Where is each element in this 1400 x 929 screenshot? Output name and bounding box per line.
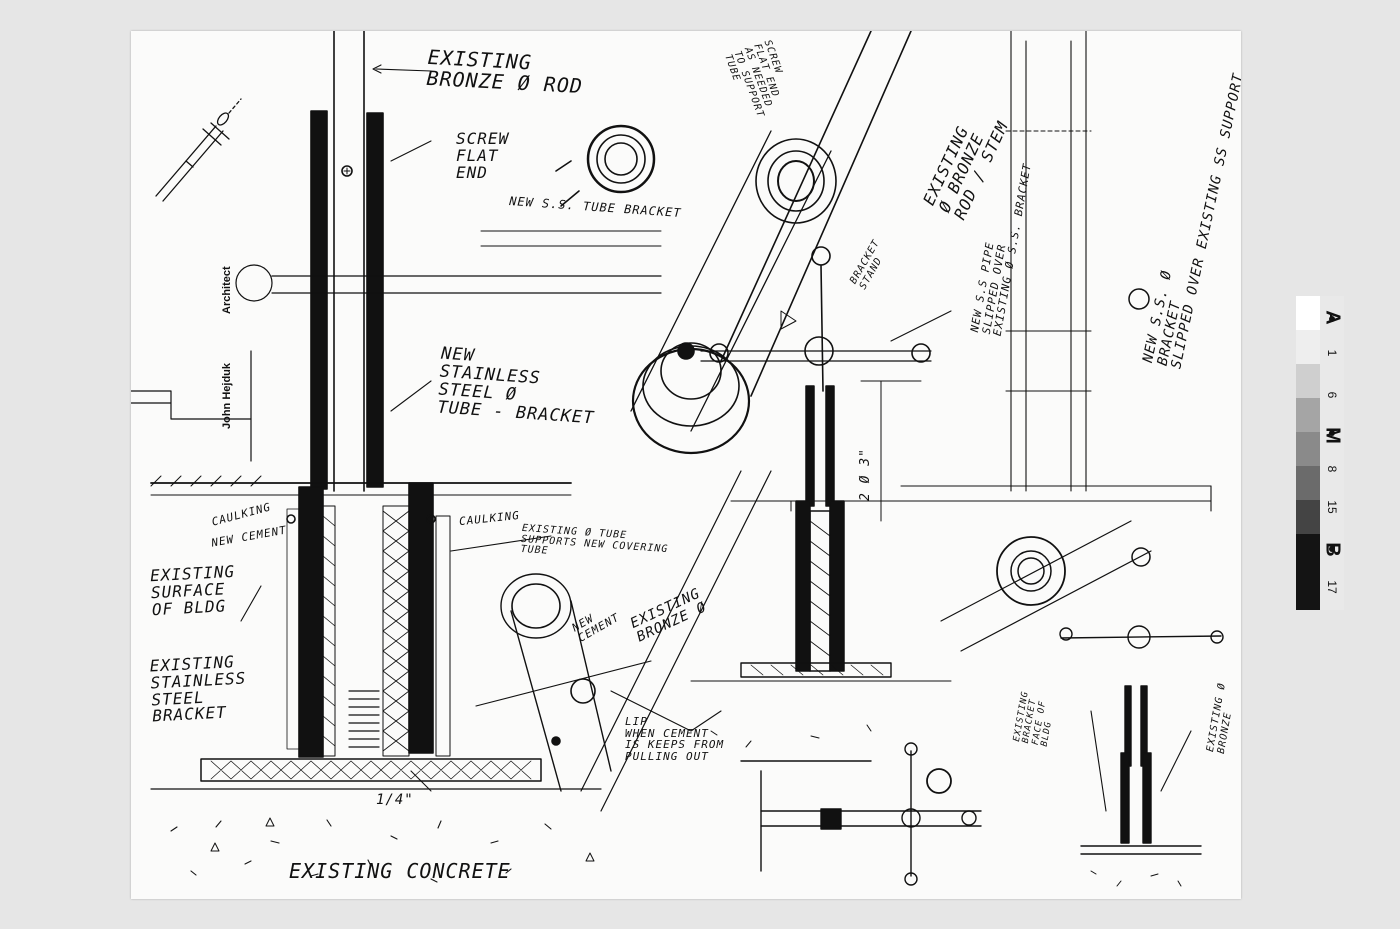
scale-label-8: 8: [1325, 465, 1339, 473]
scale-patch: [1296, 534, 1320, 610]
main-section-drawing: [150, 31, 602, 883]
rod-perspective-sketch: [155, 98, 242, 202]
scale-label-1: 1: [1325, 349, 1339, 357]
ink-drawing: [131, 31, 1224, 887]
leader-lines: [240, 64, 1192, 812]
architect-role: Architect: [221, 266, 233, 314]
right-tube-section: [940, 288, 1152, 652]
scale-dot: [1329, 546, 1335, 552]
note-quarter-inch: 1/4": [376, 792, 414, 808]
middle-stand-elevation: [690, 380, 1132, 748]
color-scale-card: A 1 6 M 8 15 B 17: [1296, 296, 1344, 610]
scale-dot: [1329, 316, 1335, 322]
architect-credit: John Hejduk: [221, 363, 233, 429]
tube-cross-section: [555, 124, 656, 207]
scale-label-b: B: [1321, 542, 1344, 557]
scale-patch: [1296, 398, 1320, 432]
sketch-sheet: John Hejduk Architect EXISTING BRONZE Ø …: [131, 31, 1241, 899]
scale-label-17: 17: [1325, 580, 1339, 594]
note-2-dia-3: 2 Ø 3": [858, 448, 873, 501]
right-small-stand: [1059, 625, 1224, 887]
scale-patch: [1296, 500, 1320, 534]
note-lip-cement: LIP WHEN CEMENT IS KEEPS FROM PULLING OU…: [625, 715, 725, 763]
note-existing-surface: EXISTING SURFACE OF BLDG: [149, 561, 236, 619]
scale-patch: [1296, 466, 1320, 500]
architect-role-text: Architect: [221, 266, 233, 314]
scale-label-strip: [1320, 296, 1344, 610]
scale-label-m: M: [1321, 427, 1344, 444]
note-screw-flat-end: SCREW FLAT END: [456, 129, 510, 182]
diagonal-tube-bracket: [500, 31, 932, 812]
scale-patch: [1296, 330, 1320, 364]
note-new-stainless-tube: NEW STAINLESS STEEL Ø TUBE - BRACKET: [436, 343, 596, 428]
note-existing-bronze-rod: EXISTING BRONZE Ø ROD: [425, 44, 584, 99]
scale-patch: [1296, 364, 1320, 398]
bottom-middle-stand: [740, 742, 982, 886]
left-bracket-sketch: [131, 230, 662, 462]
scale-label-6: 6: [1325, 391, 1339, 399]
scale-label-15: 15: [1325, 500, 1339, 514]
note-existing-stainless-bracket: EXISTING STAINLESS STEEL BRACKET: [149, 652, 247, 726]
scale-patch: [1296, 296, 1320, 330]
scale-label-a: A: [1321, 310, 1344, 325]
architect-name: John Hejduk: [221, 362, 233, 429]
right-column-elevation: [900, 31, 1212, 512]
note-existing-concrete: EXISTING CONCRETE: [289, 859, 511, 883]
scale-dot: [1329, 430, 1335, 436]
scale-patch: [1296, 432, 1320, 466]
